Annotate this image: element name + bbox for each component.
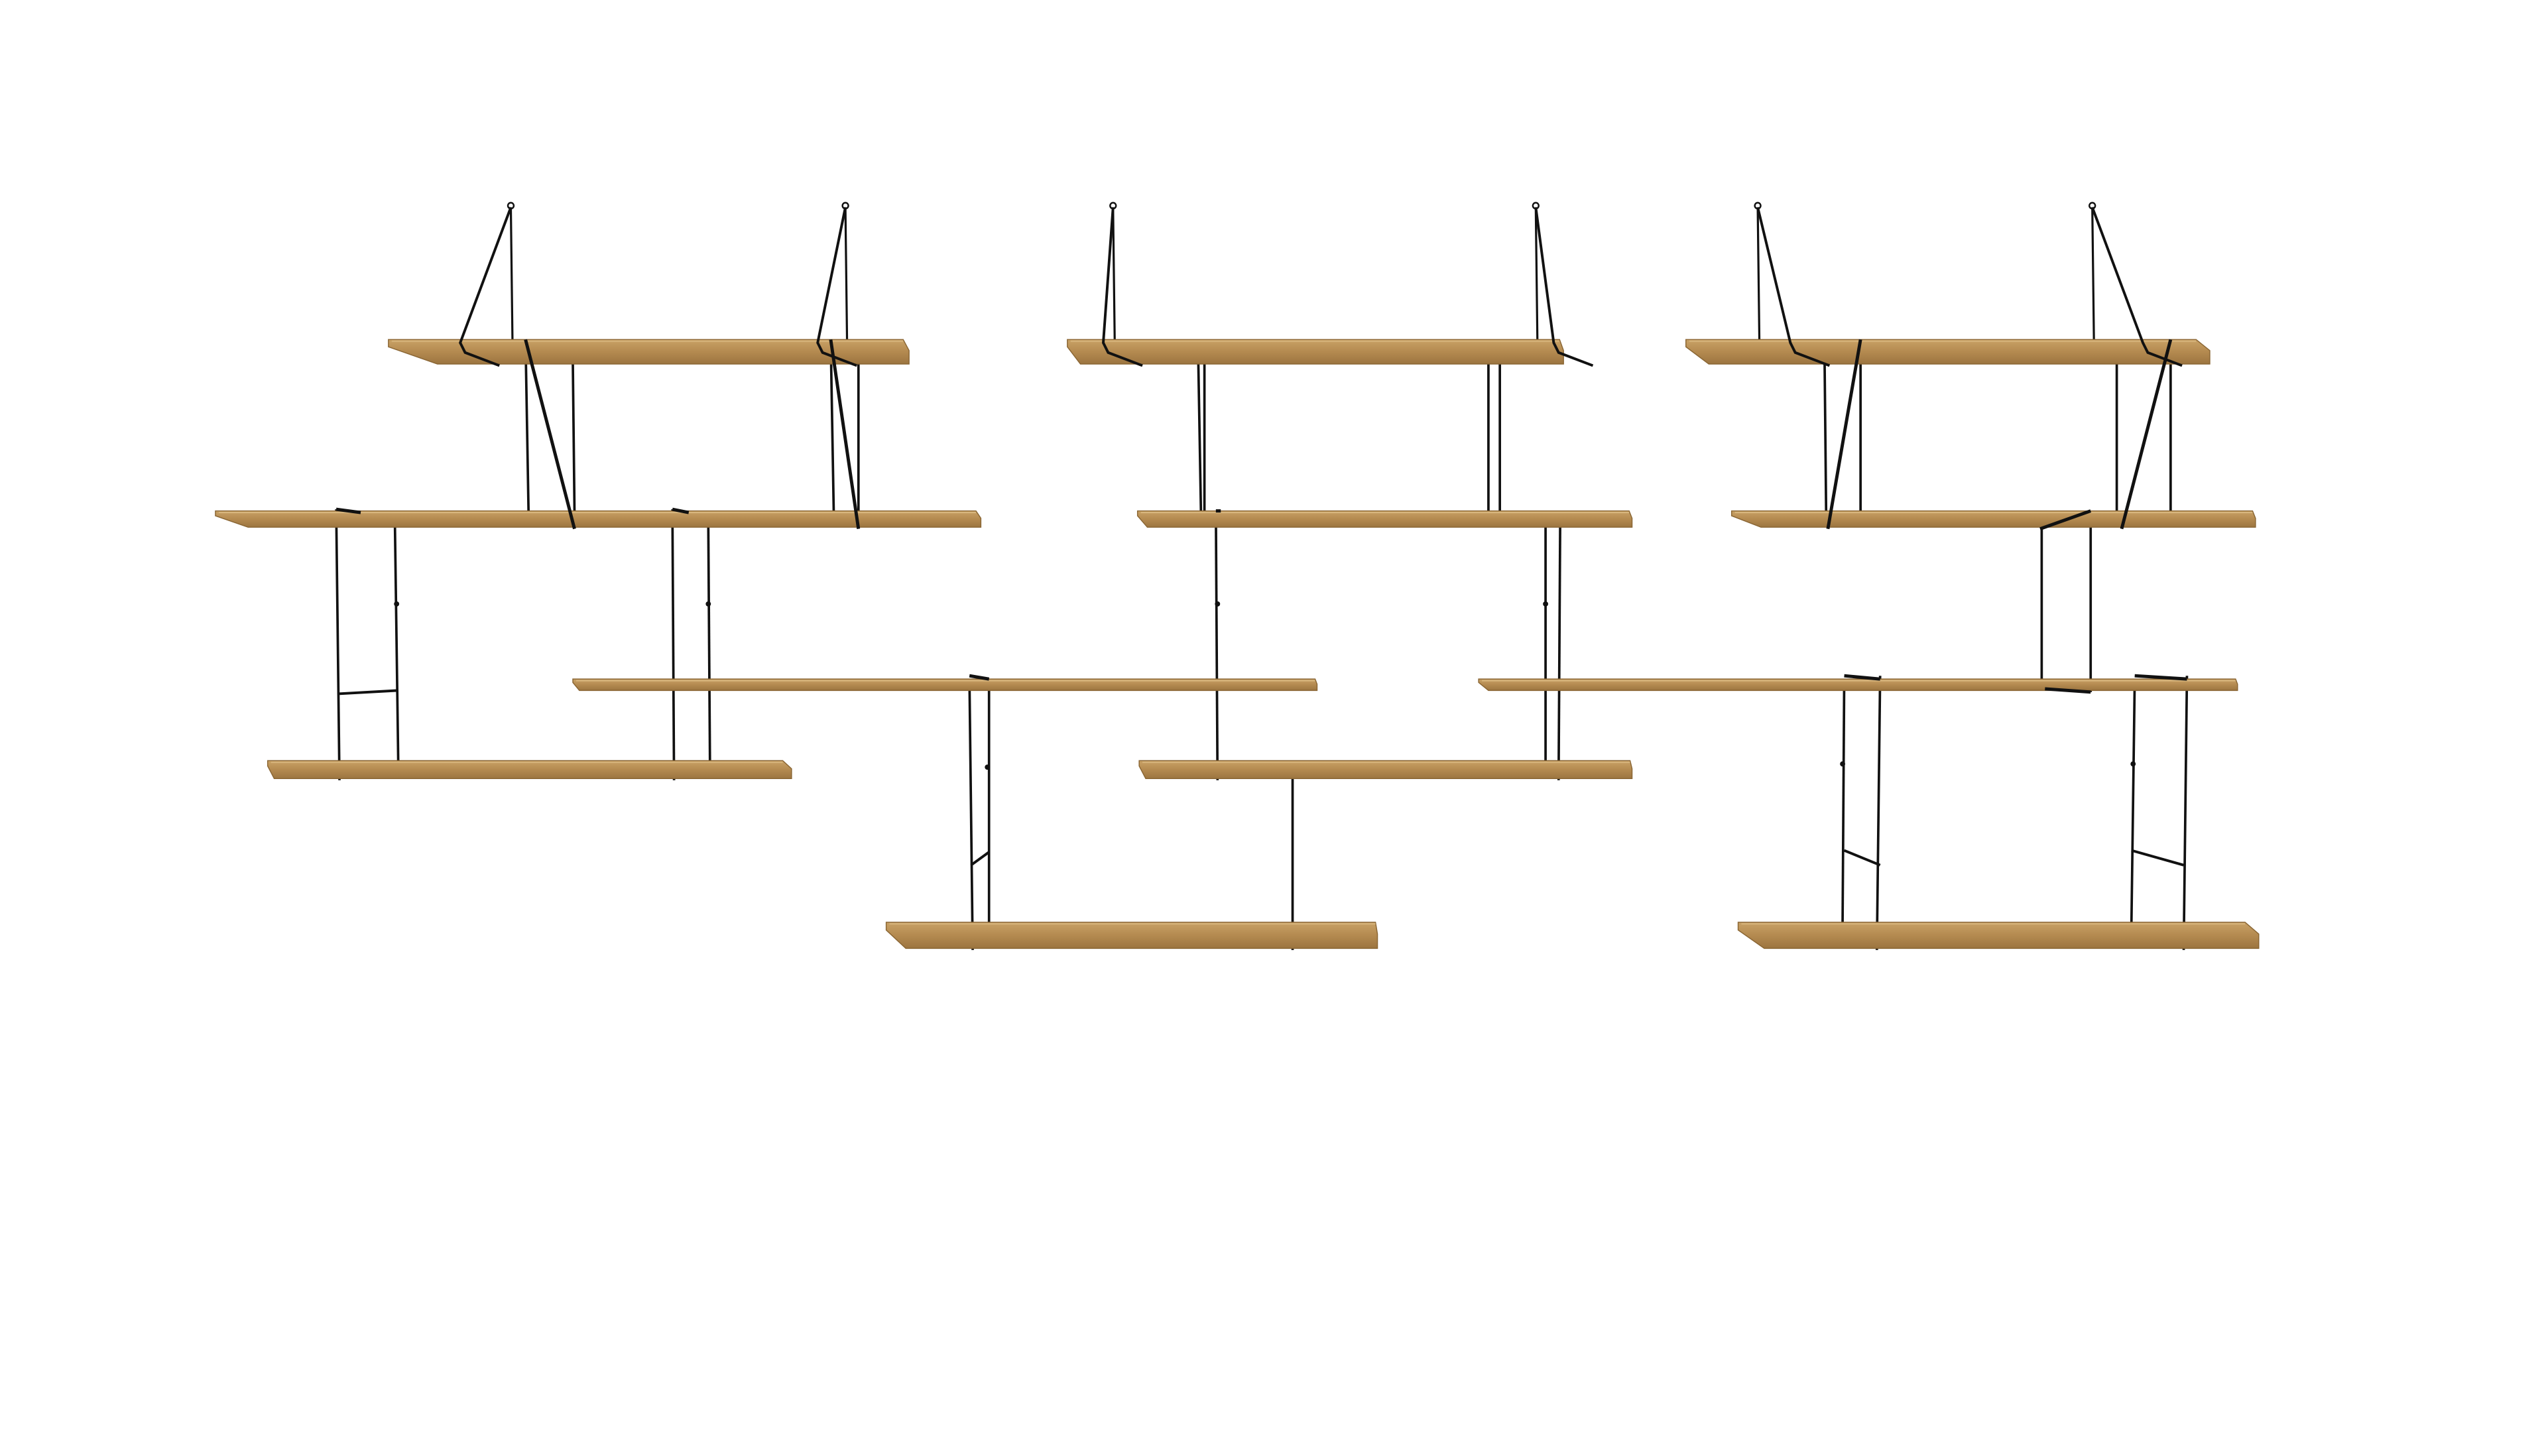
- spreader-bar: [339, 689, 398, 696]
- rope-knot: [985, 764, 991, 770]
- hanging-rope: [1875, 676, 1882, 950]
- rope-loop: [2120, 339, 2173, 530]
- rope-knot: [394, 601, 400, 607]
- hanger-wire: [1534, 207, 1539, 340]
- wooden-shelf: [885, 922, 1378, 949]
- hanger-wire: [1101, 207, 1143, 367]
- hanging-rope: [1823, 363, 1828, 526]
- rope-loop: [1844, 674, 1880, 681]
- rope-loop: [524, 339, 576, 530]
- hanging-rope: [2182, 676, 2189, 950]
- wooden-shelf: [572, 678, 1318, 692]
- hanging-rope: [968, 679, 974, 950]
- rope-knot: [705, 601, 711, 607]
- rope-loop: [2134, 674, 2187, 681]
- wooden-shelf: [1737, 922, 2260, 949]
- rope-knot: [1543, 601, 1549, 607]
- rope-loop: [335, 507, 361, 515]
- shelves: [215, 339, 2260, 949]
- hanger-wire: [509, 207, 514, 340]
- hanger-wire: [1534, 207, 1594, 367]
- hanging-rope: [1557, 511, 1562, 780]
- wooden-shelf: [215, 510, 982, 528]
- wooden-shelf: [388, 339, 910, 365]
- rope-knot: [1840, 761, 1846, 767]
- hanger-wire: [1756, 207, 1831, 367]
- hanging-rope: [1196, 339, 1203, 526]
- hanging-rope: [1841, 679, 1846, 922]
- wooden-shelf: [1685, 339, 2211, 365]
- rope-loop: [969, 674, 990, 681]
- hanger-wire: [1756, 207, 1761, 340]
- hanging-rope: [572, 363, 576, 511]
- wooden-shelf: [1067, 339, 1564, 365]
- hanging-rope: [707, 527, 711, 761]
- hanging-rope: [1215, 511, 1219, 780]
- hanger-wire: [459, 206, 513, 367]
- rope-loops: [335, 206, 2187, 867]
- spreader-bar: [970, 851, 990, 867]
- rope-loop: [672, 507, 690, 515]
- rope-knot: [1215, 601, 1221, 607]
- hanger-wire: [2091, 207, 2095, 340]
- spreader-bar: [2131, 849, 2185, 867]
- hanging-rope: [2130, 679, 2136, 922]
- hanger-wire: [1112, 207, 1116, 340]
- hanger-wire: [844, 207, 849, 340]
- rope-loop: [1826, 339, 1862, 530]
- hanging-ropes: [335, 202, 2189, 950]
- hanging-rope: [829, 339, 835, 526]
- wooden-shelf: [267, 760, 792, 780]
- wooden-shelf: [1138, 760, 1633, 780]
- rope-loop: [829, 339, 861, 530]
- hanging-rope: [335, 509, 341, 780]
- hanging-rope: [524, 339, 530, 526]
- spreader-bar: [1843, 849, 1881, 867]
- rope-loop: [2039, 509, 2092, 530]
- hanging-rope: [671, 509, 676, 780]
- rope-knot: [2130, 761, 2136, 767]
- hanging-rope: [393, 527, 400, 761]
- wooden-shelf: [1730, 510, 2256, 528]
- wooden-shelf: [1136, 510, 1633, 528]
- rope-loop: [2045, 687, 2091, 694]
- hanger-wire: [816, 207, 858, 367]
